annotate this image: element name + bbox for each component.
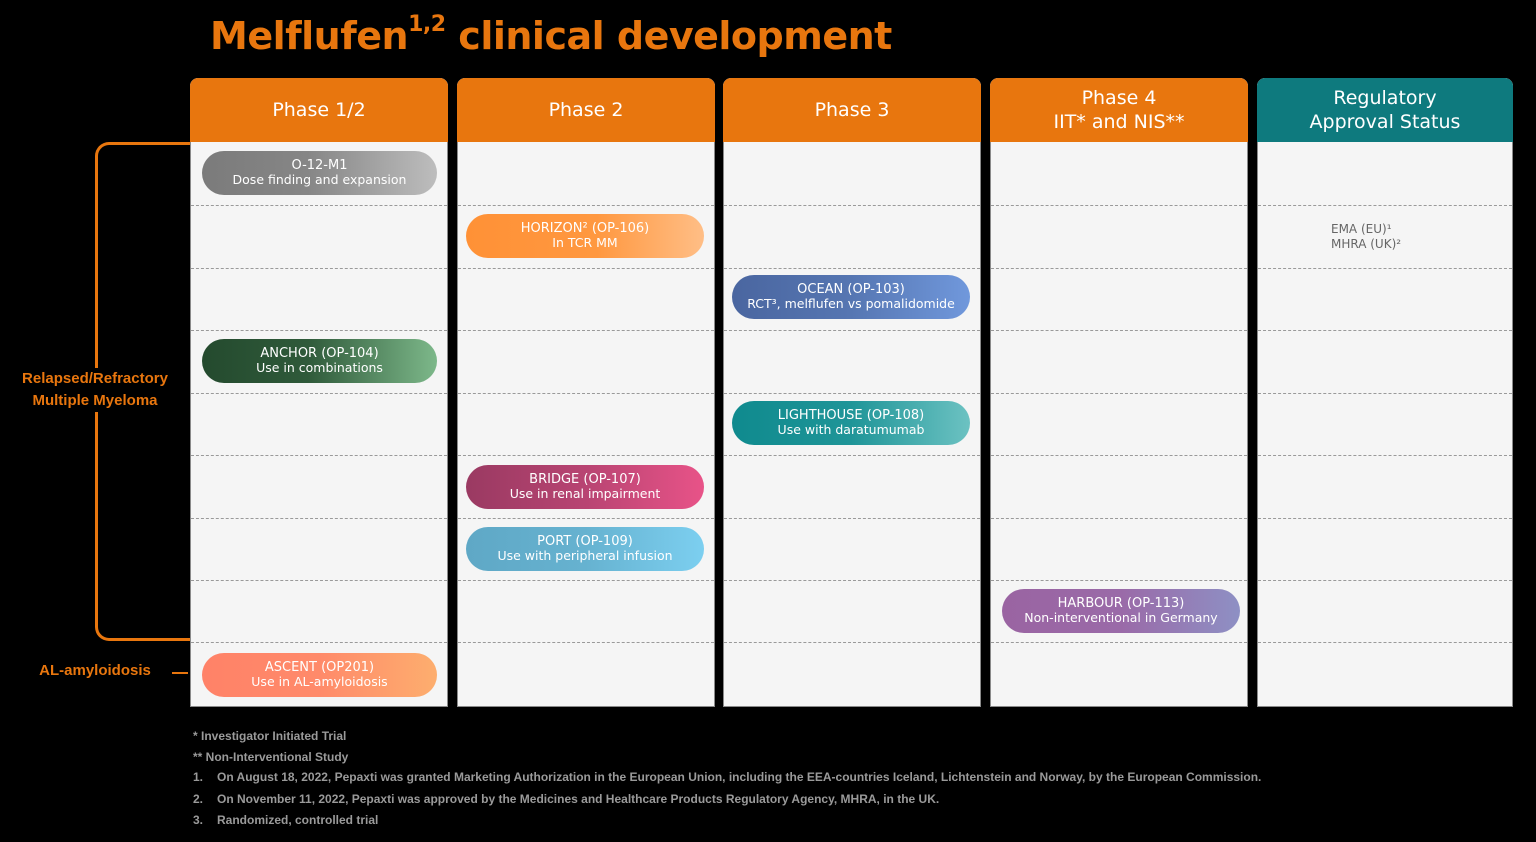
al-amyloidosis-label: AL-amyloidosis	[20, 660, 170, 682]
study-pill-horizon[interactable]: HORIZON² (OP-106)In TCR MM	[466, 214, 704, 258]
column-header: Phase 1/2	[190, 78, 448, 142]
column-header: Phase 3	[723, 78, 981, 142]
approval-mhra: MHRA (UK)²	[1331, 237, 1402, 251]
al-tick	[172, 672, 188, 674]
footnote-2: 2.On November 11, 2022, Pepaxti was appr…	[193, 792, 940, 806]
rrmm-label: Relapsed/Refractory Multiple Myeloma	[5, 368, 185, 412]
study-pill-ocean[interactable]: OCEAN (OP-103)RCT³, melflufen vs pomalid…	[732, 275, 970, 319]
column-phase-2: Phase 2 HORIZON² (OP-106)In TCR MM BRIDG…	[457, 78, 715, 707]
study-pill-lighthouse[interactable]: LIGHTHOUSE (OP-108)Use with daratumumab	[732, 401, 970, 445]
study-pill-ascent[interactable]: ASCENT (OP201)Use in AL-amyloidosis	[202, 653, 437, 697]
footnote-3: 3.Randomized, controlled trial	[193, 813, 379, 827]
regulatory-approvals: EMA (EU)¹ MHRA (UK)²	[1331, 222, 1401, 252]
footnote-iit: * Investigator Initiated Trial	[193, 729, 347, 743]
column-phase-3: Phase 3 OCEAN (OP-103)RCT³, melflufen vs…	[723, 78, 981, 707]
footnote-1: 1.On August 18, 2022, Pepaxti was grante…	[193, 770, 1262, 784]
study-pill-anchor[interactable]: ANCHOR (OP-104)Use in combinations	[202, 339, 437, 383]
study-pill-harbour[interactable]: HARBOUR (OP-113)Non-interventional in Ge…	[1002, 589, 1240, 633]
footnote-nis: ** Non-Interventional Study	[193, 750, 349, 764]
column-header: Phase 4 IIT* and NIS**	[990, 78, 1248, 142]
study-pill-port[interactable]: PORT (OP-109)Use with peripheral infusio…	[466, 527, 704, 571]
column-regulatory: Regulatory Approval Status EMA (EU)¹ MHR…	[1257, 78, 1513, 707]
column-header: Phase 2	[457, 78, 715, 142]
column-header: Regulatory Approval Status	[1257, 78, 1513, 142]
page-title: Melflufen1,2 clinical development	[210, 12, 892, 58]
approval-ema: EMA (EU)¹	[1331, 222, 1392, 236]
column-phase-4: Phase 4 IIT* and NIS** HARBOUR (OP-113)N…	[990, 78, 1248, 707]
study-pill-bridge[interactable]: BRIDGE (OP-107)Use in renal impairment	[466, 465, 704, 509]
